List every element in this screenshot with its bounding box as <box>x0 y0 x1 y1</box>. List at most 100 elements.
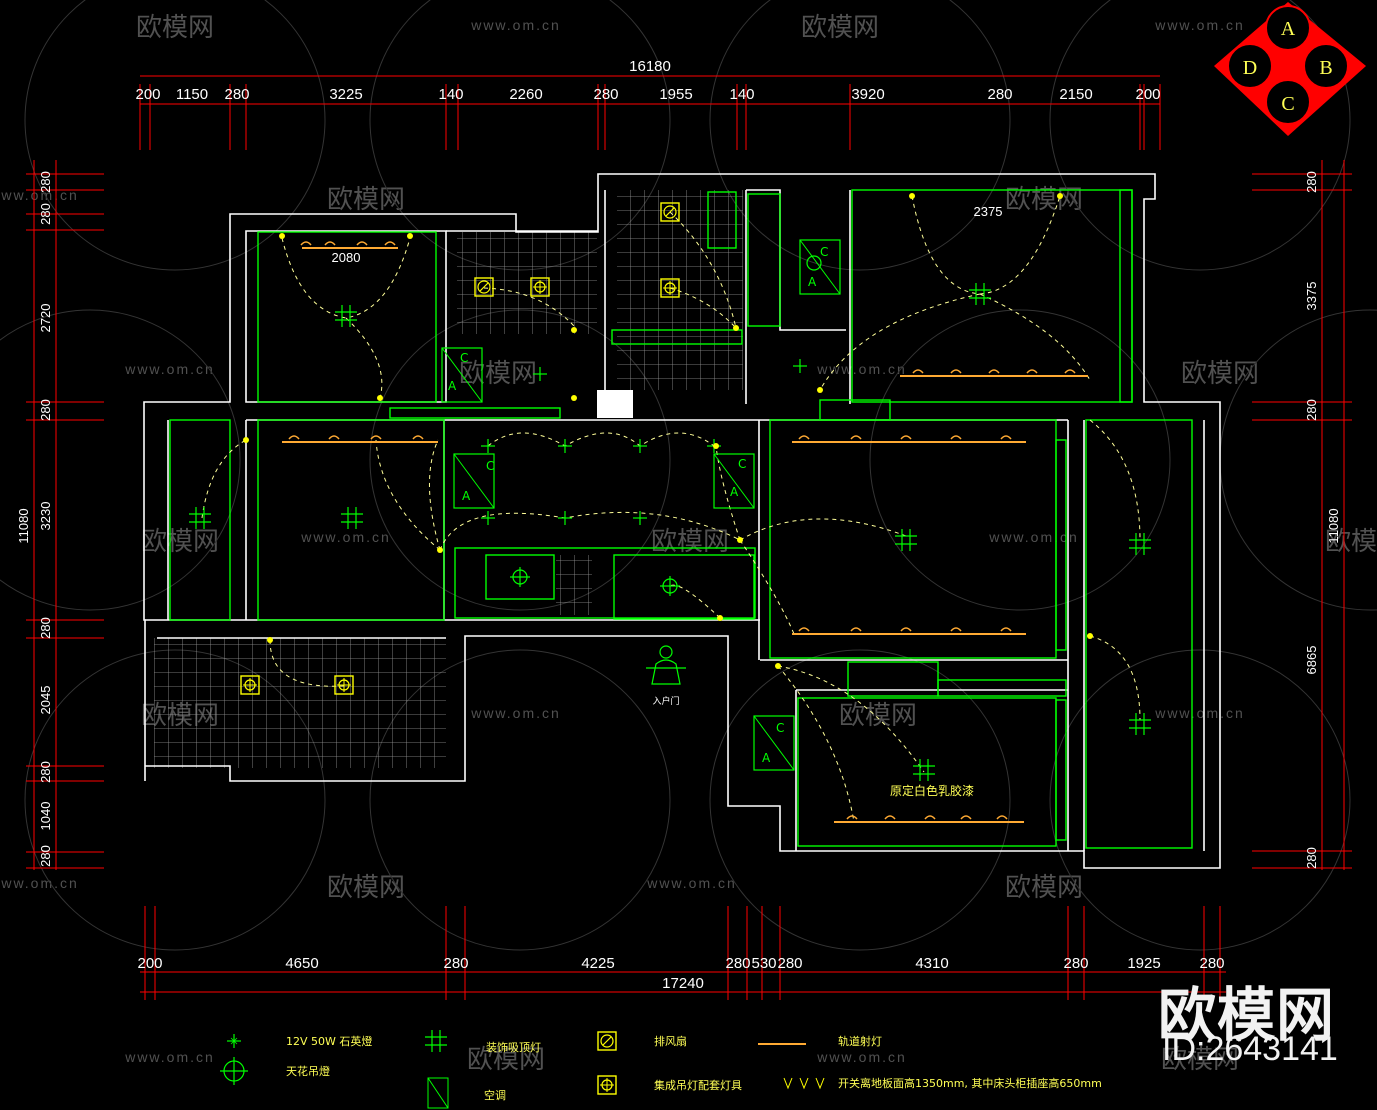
track-head <box>384 241 396 246</box>
watermark-arc <box>24 0 326 271</box>
watermark-arc <box>709 649 1011 951</box>
track-lights <box>282 247 1088 823</box>
paint-note: 原定白色乳胶漆 <box>890 783 974 798</box>
fixtures <box>169 189 1193 849</box>
svg-text:C: C <box>486 459 494 473</box>
top-dim: 3225 <box>329 86 362 103</box>
switch-point <box>437 547 443 553</box>
bottom-dim: 530 <box>751 955 776 972</box>
track-head <box>900 627 912 632</box>
bottom-dim: 280 <box>777 955 802 972</box>
room-dim: 2375 <box>974 204 1003 219</box>
compass-icon: A B C D <box>1214 2 1366 136</box>
track-head <box>850 627 862 632</box>
left-dim: 280 <box>38 761 53 783</box>
bottom-dim: 280 <box>443 955 468 972</box>
switch-point <box>571 395 577 401</box>
tiled-floors <box>154 190 743 768</box>
deco-lamp-symbol <box>1129 533 1151 555</box>
track-head <box>798 627 810 632</box>
svg-text:A: A <box>762 751 771 765</box>
bottom-dim: 200 <box>137 955 162 972</box>
track-head <box>950 627 962 632</box>
entry-door-label: 入户门 <box>652 695 679 707</box>
ceiling-lamp-icon <box>220 1057 248 1085</box>
top-dim: 280 <box>593 86 618 103</box>
left-dim: 2045 <box>38 686 53 715</box>
quartz-lamp-symbol <box>481 439 495 453</box>
top-dim: 1955 <box>659 86 692 103</box>
watermark-brand: 欧模网 <box>839 701 917 731</box>
track-head <box>412 435 424 440</box>
top-total-dim: 16180 <box>629 58 671 75</box>
left-dim: 280 <box>38 399 53 421</box>
left-dim: 280 <box>38 203 53 225</box>
track-head <box>960 815 972 820</box>
track-head <box>300 241 312 246</box>
bottom-dim: 280 <box>1199 955 1224 972</box>
left-total-dim: 11080 <box>16 508 31 543</box>
brand-id: ID:2643141 <box>1162 1030 1338 1068</box>
right-dim: 280 <box>1304 847 1319 869</box>
room-dim: 2080 <box>332 250 361 265</box>
watermark-url: www.om.cn <box>124 1049 215 1065</box>
watermark-arc <box>1049 649 1351 951</box>
track-head <box>1000 627 1012 632</box>
switch-point <box>909 193 915 199</box>
compass-label: C <box>1281 93 1294 115</box>
watermark-brand: 欧模网 <box>1005 873 1083 903</box>
watermark-brand: 欧模网 <box>467 1045 545 1075</box>
switch-point <box>1057 193 1063 199</box>
svg-text:C: C <box>738 457 746 471</box>
switch-point <box>733 325 739 331</box>
walls <box>143 173 1221 869</box>
track-head <box>1000 435 1012 440</box>
track-head <box>370 435 382 440</box>
door-opening <box>597 390 633 418</box>
legend-fan: 排风扇 <box>654 1034 687 1048</box>
compass-label: D <box>1243 57 1257 79</box>
watermark-brand: 欧模网 <box>136 13 214 43</box>
track-head <box>1064 369 1076 374</box>
top-dimensions: 16180 200 1150 280 3225 140 2260 280 195… <box>135 58 1160 103</box>
track-head <box>996 815 1008 820</box>
legend-ceiling-lamp: 天花吊燈 <box>286 1064 330 1078</box>
watermark-brand: 欧模网 <box>1181 359 1259 389</box>
top-dim: 1150 <box>176 86 208 103</box>
quartz-lamp-symbol <box>558 439 572 453</box>
ac-legend-icon <box>427 1077 449 1109</box>
track-head <box>328 435 340 440</box>
track-head <box>324 241 336 246</box>
track-light-heads <box>288 241 1076 820</box>
dimension-ticks <box>26 84 1352 1000</box>
quartz-lamp-symbol <box>481 511 495 525</box>
legend: 12V 50W 石英燈 天花吊燈 装饰吸顶灯 空调 排风扇 集成吊灯配套灯具 轨… <box>220 1029 1102 1109</box>
watermark-arc <box>369 649 671 951</box>
bottom-dimensions: 200 4650 280 4225 280 530 280 4310 280 1… <box>137 955 1224 992</box>
track-head <box>1026 369 1038 374</box>
quartz-lamp-symbol <box>633 439 647 453</box>
legend-integrated: 集成吊灯配套灯具 <box>654 1078 742 1092</box>
watermark-arc <box>0 309 241 611</box>
legend-quartz-lamp: 12V 50W 石英燈 <box>286 1034 372 1048</box>
svg-text:C: C <box>776 721 784 735</box>
track-head <box>850 435 862 440</box>
switch-point <box>407 233 413 239</box>
track-head <box>950 435 962 440</box>
legend-deco-lamp: 装饰吸顶灯 <box>486 1040 541 1054</box>
watermark-brand: 欧模网 <box>1325 527 1377 557</box>
legend-ac: 空调 <box>484 1088 506 1102</box>
deco-lamp-symbol <box>913 759 935 781</box>
deco-lamp-symbol <box>341 507 363 529</box>
watermark-url: www.om.cn <box>646 875 737 891</box>
switch-point <box>713 443 719 449</box>
compass-label: B <box>1319 57 1332 79</box>
top-dim: 140 <box>729 86 754 103</box>
ceiling-pendants <box>510 255 822 596</box>
watermark-brand: 欧模网 <box>327 873 405 903</box>
top-dim: 200 <box>1135 86 1160 103</box>
switch-point <box>775 663 781 669</box>
right-total-dim: 11080 <box>1326 508 1341 543</box>
bottom-dim: 1925 <box>1127 955 1160 972</box>
